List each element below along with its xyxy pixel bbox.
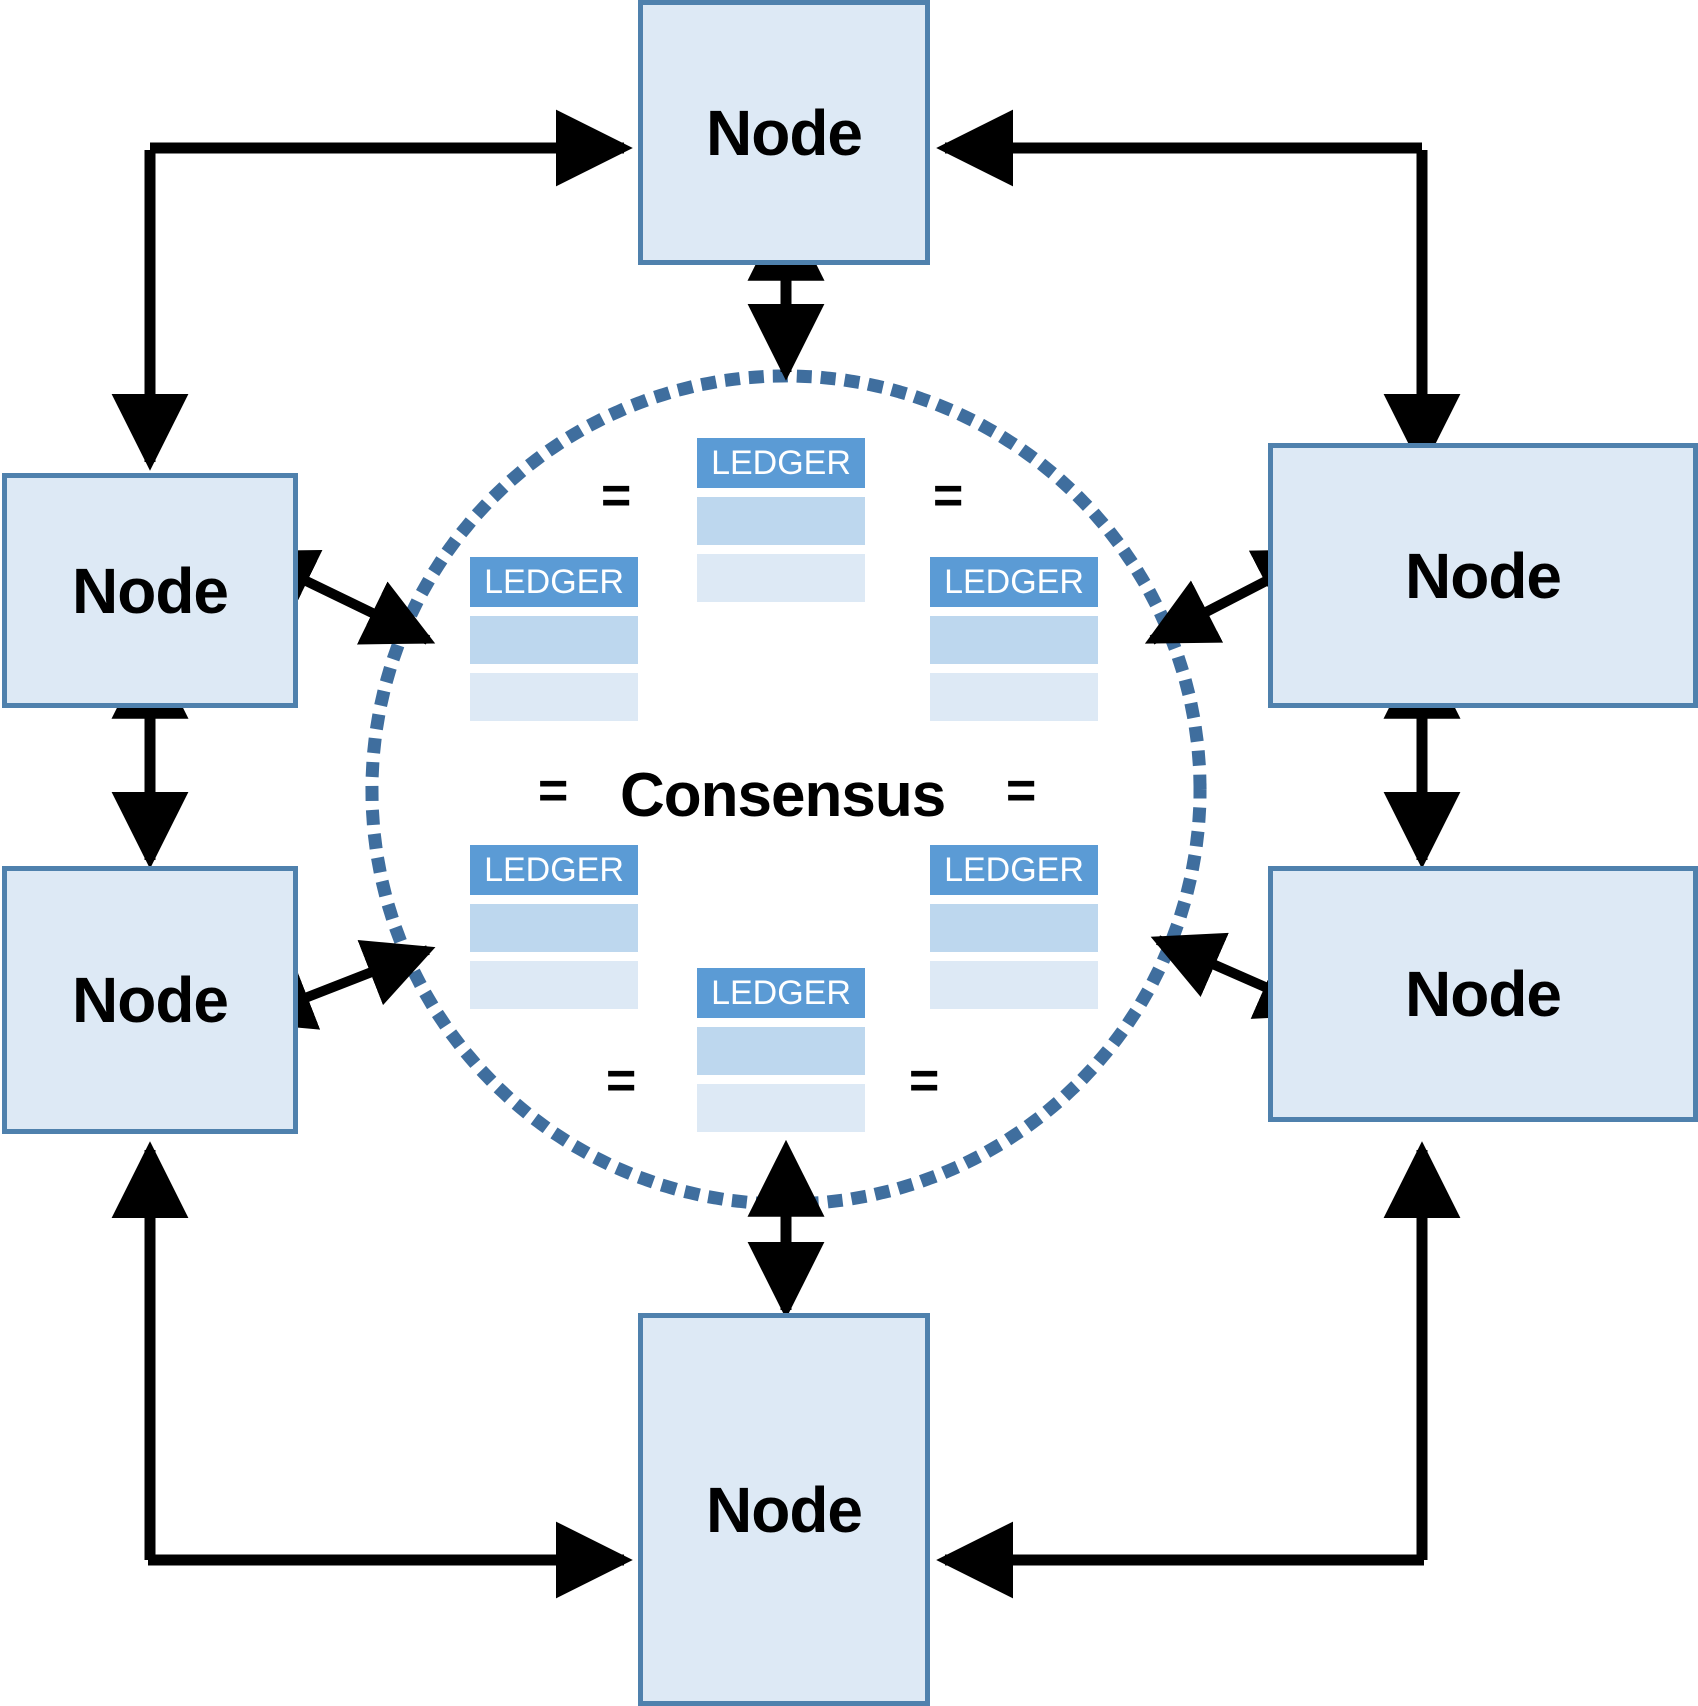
ledger-left-upper-row-2 [470,673,638,721]
ledger-right-lower-header: LEDGER [930,845,1098,895]
node-right-upper-label: Node [1405,539,1562,612]
node-left-lower[interactable]: Node [2,866,298,1134]
eq-mid-right-icon: = [1005,762,1036,820]
ledger-bottom-row-1 [697,1027,865,1075]
ledger-right-lower[interactable]: LEDGER [930,845,1098,1009]
node-left-upper-label: Node [72,554,229,627]
node-right-lower-label: Node [1405,958,1562,1030]
ledger-right-lower-row-2 [930,961,1098,1009]
ledger-left-lower-row-2 [470,961,638,1009]
ledger-top-row-2 [697,554,865,602]
ledger-top-row-1 [697,497,865,545]
ledger-left-lower[interactable]: LEDGER [470,845,638,1009]
ledger-right-lower-row-1 [930,904,1098,952]
ledger-left-upper-header: LEDGER [470,557,638,607]
eq-bottom-right-icon: = [908,1052,939,1110]
eq-top-right-icon: = [932,467,963,525]
consensus-label: Consensus [620,761,946,830]
biarrow-rightlower-consensus [1150,932,1329,1019]
ledger-right-upper[interactable]: LEDGER [930,557,1098,721]
ledger-bottom[interactable]: LEDGER [697,968,865,1132]
ledger-right-upper-row-2 [930,673,1098,721]
node-bottom[interactable]: Node [638,1313,930,1706]
node-top-label: Node [706,96,863,169]
ledger-right-upper-header: LEDGER [930,557,1098,607]
ledger-bottom-header: LEDGER [697,968,865,1018]
biarrow-leftupper-consensus [244,549,436,645]
ledger-left-lower-header: LEDGER [470,845,638,895]
ledger-right-upper-row-1 [930,616,1098,664]
biarrow-rightupper-consensus [1144,549,1328,645]
ledger-left-upper-row-1 [470,616,638,664]
ledger-left-upper[interactable]: LEDGER [470,557,638,721]
biarrow-leftlower-consensus [242,939,436,1030]
eq-mid-left-icon: = [537,762,568,820]
eq-bottom-left-icon: = [605,1052,636,1110]
node-right-lower[interactable]: Node [1268,866,1698,1122]
ledger-bottom-row-2 [697,1084,865,1132]
node-right-upper[interactable]: Node [1268,443,1698,708]
ledger-top-header: LEDGER [697,438,865,488]
node-left-lower-label: Node [72,964,229,1036]
node-top[interactable]: Node [638,0,930,265]
ledger-top[interactable]: LEDGER [697,438,865,602]
eq-top-left-icon: = [600,467,631,525]
node-left-upper[interactable]: Node [2,473,298,708]
node-bottom-label: Node [706,1473,863,1546]
ledger-left-lower-row-1 [470,904,638,952]
